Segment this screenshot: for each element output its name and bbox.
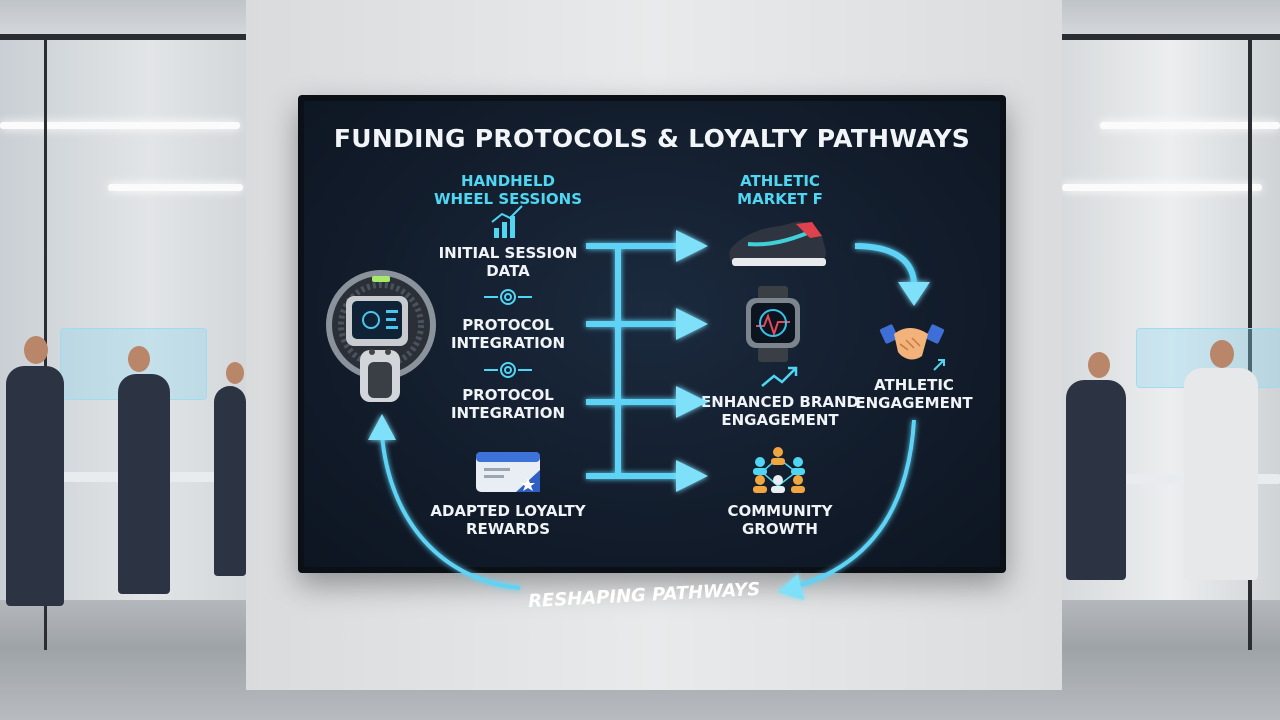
- left-item-adapted-loyalty: ADAPTED LOYALTY REWARDS: [430, 502, 586, 538]
- person-head: [1088, 352, 1110, 378]
- sneaker-icon: [729, 221, 826, 266]
- person: [6, 366, 64, 606]
- person-head: [128, 346, 150, 372]
- left-column-header: HANDHELD WHEEL SESSIONS: [433, 172, 583, 208]
- glass-frame: [1248, 40, 1252, 650]
- arrow-heads: [676, 230, 708, 492]
- person-head: [24, 336, 48, 364]
- people-network-icon: [753, 447, 805, 493]
- flow-arrows: [586, 243, 680, 479]
- person: [1184, 368, 1258, 580]
- handshake-icon: [879, 324, 945, 371]
- handheld-wheel-device-icon: [326, 270, 436, 402]
- ceiling-light: [0, 122, 240, 129]
- ceiling-light: [1062, 184, 1262, 191]
- loyalty-card-icon: [476, 452, 540, 492]
- gear-circuit-icon: [484, 289, 532, 305]
- athletic-engagement-label: ATHLETIC ENGAGEMENT: [855, 376, 973, 412]
- arrow-head: [676, 230, 708, 262]
- glass-frame: [1062, 34, 1280, 40]
- curved-arrow-to-engagement: [854, 243, 930, 306]
- page-title: FUNDING PROTOCOLS & LOYALTY PATHWAYS: [333, 124, 971, 153]
- trend-up-icon: [761, 366, 798, 387]
- person: [118, 374, 170, 594]
- right-item-community-growth: COMMUNITY GROWTH: [727, 502, 833, 538]
- right-column-header: ATHLETIC MARKET F: [737, 172, 823, 208]
- ceiling-light: [108, 184, 243, 191]
- left-item-protocol-integration: PROTOCOL INTEGRATION: [450, 316, 566, 352]
- person-head: [226, 362, 244, 384]
- bar-chart-icon: [491, 205, 523, 238]
- reshaping-loop-arrow: [368, 414, 916, 600]
- ceiling-light: [1100, 122, 1280, 129]
- person: [1066, 380, 1126, 580]
- left-item-initial-session: INITIAL SESSION DATA: [438, 244, 578, 280]
- smartwatch-icon: [746, 286, 800, 362]
- arrow-head: [676, 308, 708, 340]
- right-item-brand-engagement: ENHANCED BRAND ENGAGEMENT: [700, 393, 860, 429]
- gear-circuit-icon: [484, 362, 532, 378]
- arrow-head: [676, 460, 708, 492]
- glass-frame: [0, 34, 246, 40]
- arrow-head: [676, 386, 708, 418]
- person-head: [1210, 340, 1234, 368]
- left-item-protocol-integration-2: PROTOCOL INTEGRATION: [450, 386, 566, 422]
- person: [214, 386, 246, 576]
